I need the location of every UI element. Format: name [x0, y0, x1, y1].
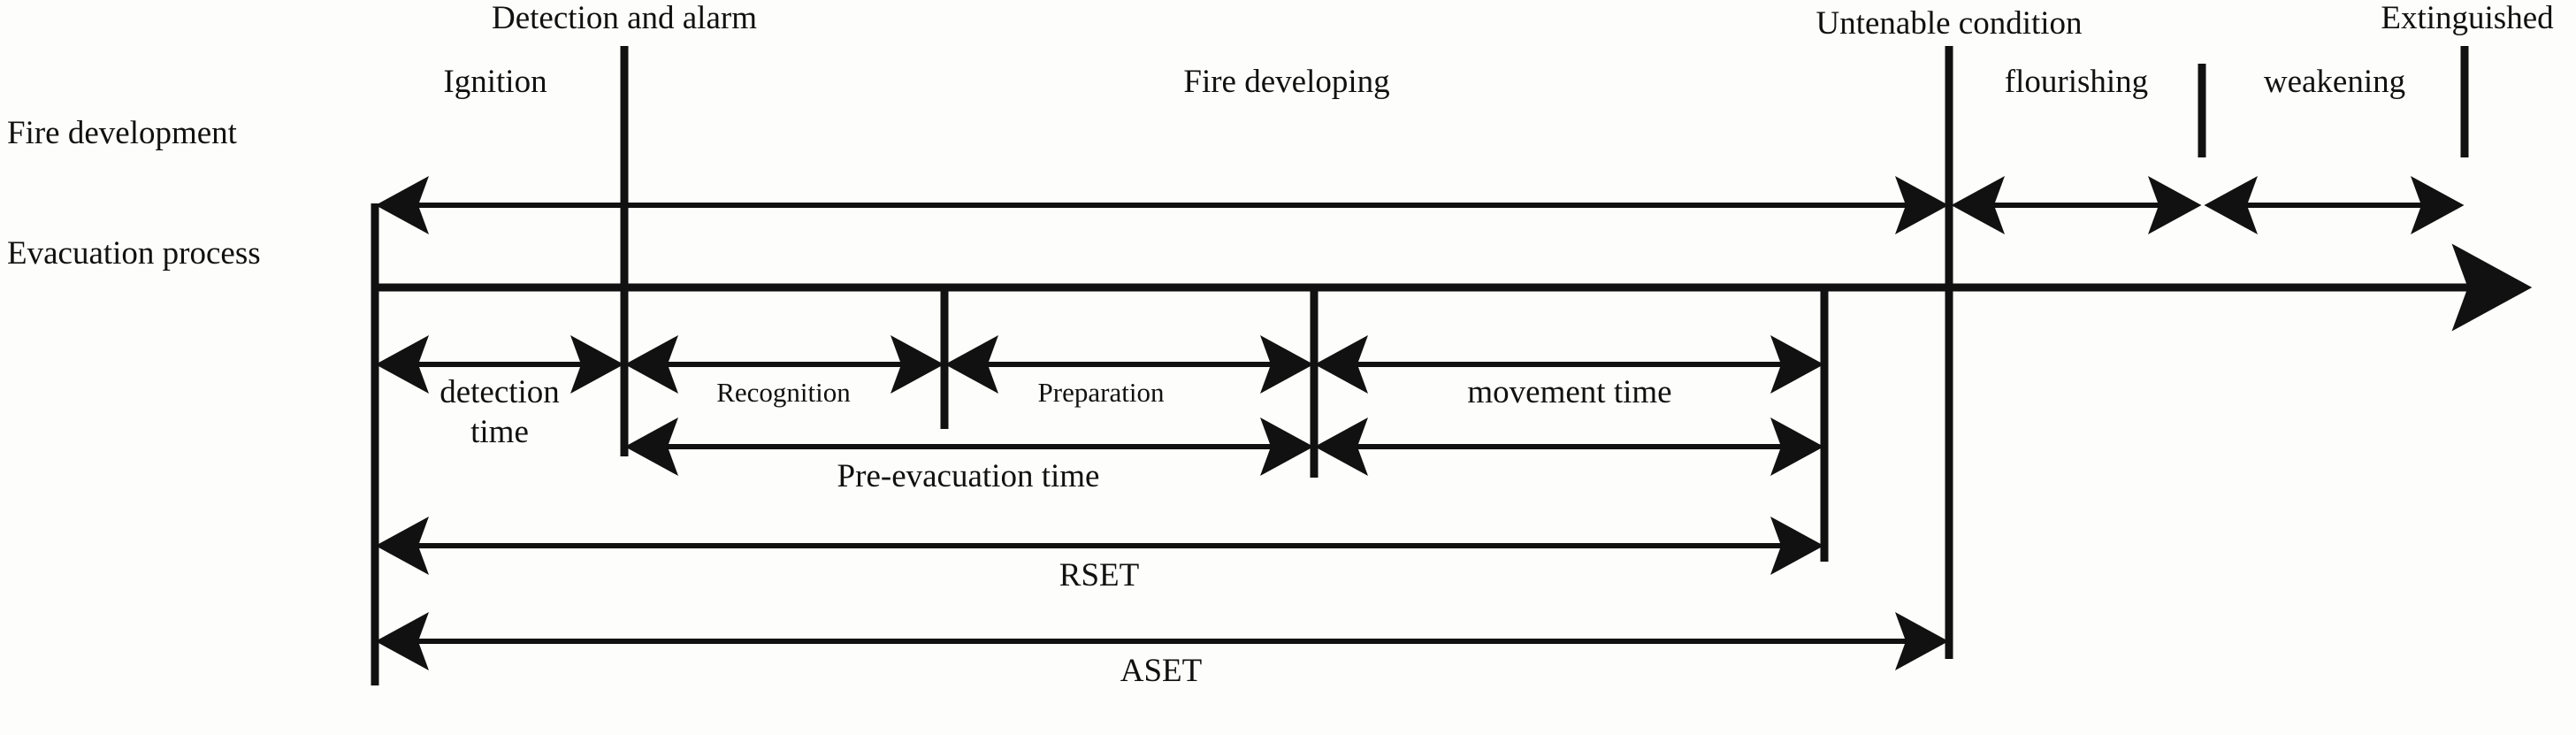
phase-label-ignition: Ignition: [443, 64, 547, 100]
row-label-evacuation-process: Evacuation process: [7, 235, 261, 272]
total-label-aset: ASET: [1120, 653, 1203, 689]
segment-label-pre-evacuation-time: Pre-evacuation time: [837, 458, 1100, 494]
event-label-extinguished: Extinguished: [2381, 0, 2554, 36]
event-label-detection-and-alarm: Detection and alarm: [492, 0, 757, 36]
segment-label-detection-time-line1: detection: [440, 374, 560, 410]
segment-label-recognition: Recognition: [716, 377, 851, 408]
segment-label-movement-time: movement time: [1467, 374, 1672, 410]
total-label-rset: RSET: [1059, 557, 1140, 593]
phase-label-weakening: weakening: [2263, 64, 2406, 100]
phase-label-fire-developing: Fire developing: [1183, 64, 1390, 100]
row-label-fire-development: Fire development: [7, 115, 237, 151]
phase-label-flourishing: flourishing: [2004, 64, 2149, 100]
segment-label-preparation: Preparation: [1037, 377, 1165, 408]
segment-label-detection-time-line2: time: [470, 414, 529, 450]
event-label-untenable-condition: Untenable condition: [1815, 5, 2083, 42]
